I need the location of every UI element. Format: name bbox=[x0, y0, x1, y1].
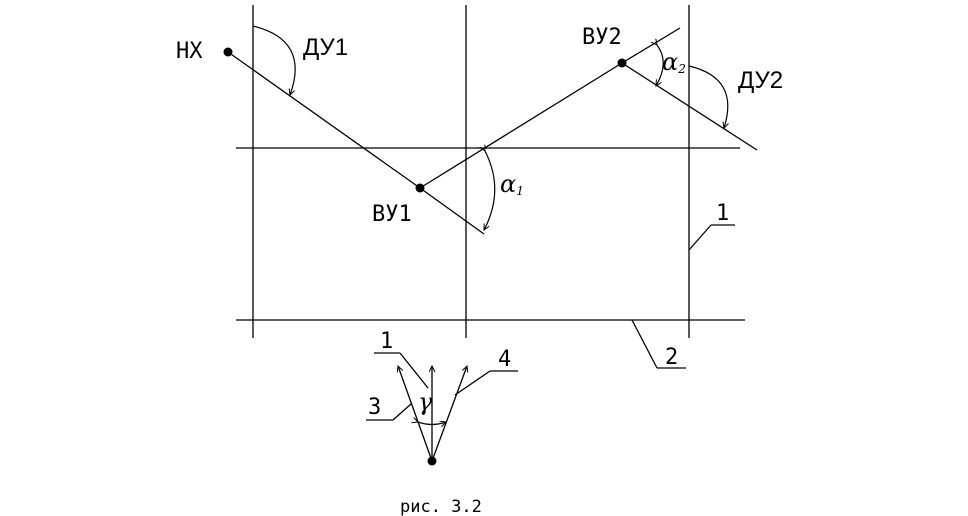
direction-3 bbox=[398, 366, 433, 462]
nx-point bbox=[223, 47, 233, 57]
vu2-label: ВУ2 bbox=[582, 25, 622, 50]
callout-1-top: 1 bbox=[688, 201, 735, 251]
callout-1-bottom: 1 bbox=[374, 329, 429, 389]
callout-2: 2 bbox=[631, 319, 686, 370]
route-leg-1 bbox=[227, 51, 421, 189]
gamma-arc bbox=[418, 422, 446, 425]
angle-arcs bbox=[252, 25, 728, 230]
callout-2-label: 2 bbox=[665, 345, 678, 370]
callout-4: 4 bbox=[454, 347, 518, 396]
du1-arc bbox=[252, 25, 296, 95]
callout-1-bottom-label: 1 bbox=[380, 329, 393, 354]
direction-sketch: γ 1 3 4 bbox=[366, 329, 518, 466]
callout-4-label: 4 bbox=[498, 347, 511, 372]
origin-point bbox=[427, 456, 437, 466]
du1-label: ДУ1 bbox=[303, 34, 348, 61]
vu1-label: ВУ1 bbox=[372, 202, 412, 227]
alpha1-label: α1 bbox=[500, 170, 524, 198]
route-leg-3 bbox=[621, 62, 758, 151]
callout-3-label: 3 bbox=[368, 395, 381, 420]
vu2-point bbox=[617, 58, 627, 68]
callout-3: 3 bbox=[366, 395, 412, 421]
alpha2-arc bbox=[656, 45, 664, 86]
alpha2-label: α2 bbox=[662, 48, 686, 76]
vu1-point bbox=[415, 183, 425, 193]
du2-label: ДУ2 bbox=[738, 67, 783, 94]
figure-caption: рис. 3.2 bbox=[400, 497, 482, 516]
alpha1-arc bbox=[484, 151, 496, 230]
route-leg-1-extension bbox=[419, 187, 485, 235]
callout-1-top-label: 1 bbox=[716, 201, 729, 226]
route-leg-2 bbox=[419, 62, 623, 189]
direction-4 bbox=[431, 366, 467, 462]
du2-arc bbox=[688, 65, 728, 128]
gamma-label: γ bbox=[418, 388, 433, 416]
nx-label: НХ bbox=[176, 39, 203, 64]
